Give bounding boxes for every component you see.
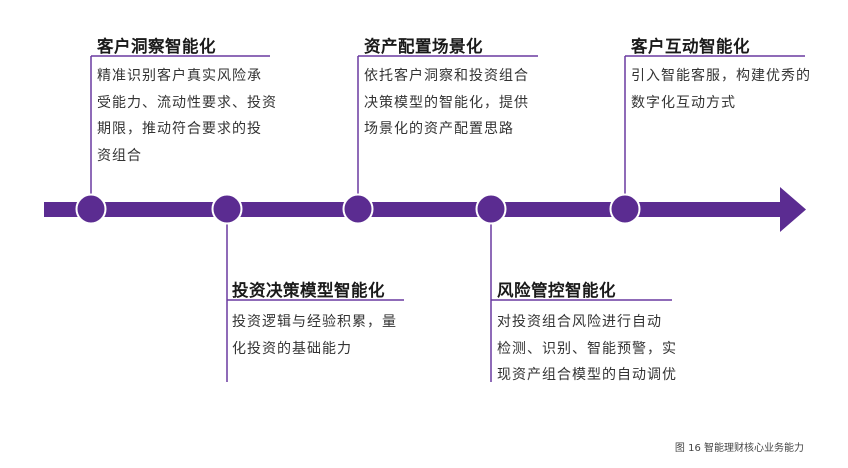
stage-1-desc-line: 资组合 bbox=[97, 147, 142, 164]
stage-2-title: 投资决策模型智能化 bbox=[232, 281, 385, 300]
stage-3-title: 资产配置场景化 bbox=[364, 37, 483, 56]
stage-5-desc-line: 数字化互动方式 bbox=[631, 94, 736, 111]
timeline-arrow-head bbox=[780, 187, 806, 232]
stage-5-description: 引入智能客服，构建优秀的 数字化互动方式 bbox=[631, 63, 811, 116]
stage-1-title: 客户洞察智能化 bbox=[97, 37, 216, 56]
timeline-node-4 bbox=[475, 193, 507, 225]
stage-4-description: 对投资组合风险进行自动 检测、识别、智能预警，实 现资产组合模型的自动调优 bbox=[497, 309, 677, 389]
stage-4-desc-line: 对投资组合风险进行自动 bbox=[497, 314, 662, 330]
timeline-arrow-shaft bbox=[44, 202, 786, 217]
timeline-node-2 bbox=[211, 193, 243, 225]
stage-2-desc-line: 投资逻辑与经验积累，量 bbox=[232, 314, 397, 330]
stage-4-desc-line: 检测、识别、智能预警，实 bbox=[497, 340, 677, 357]
timeline-node-3 bbox=[342, 193, 374, 225]
stage-3-desc-line: 场景化的资产配置思路 bbox=[364, 121, 514, 137]
stage-1-desc-line: 期限，推动符合要求的投 bbox=[97, 121, 262, 137]
stage-5-title: 客户互动智能化 bbox=[631, 37, 750, 56]
stage-4-title: 风险管控智能化 bbox=[497, 281, 616, 300]
timeline-node-1 bbox=[75, 193, 107, 225]
stage-1-desc-line: 受能力、流动性要求、投资 bbox=[97, 94, 277, 111]
stage-3-description: 依托客户洞察和投资组合 决策模型的智能化，提供 场景化的资产配置思路 bbox=[364, 63, 529, 143]
stage-1-description: 精准识别客户真实风险承 受能力、流动性要求、投资 期限，推动符合要求的投 资组合 bbox=[97, 63, 277, 169]
stage-3-desc-line: 依托客户洞察和投资组合 bbox=[364, 68, 529, 84]
stage-2-desc-line: 化投资的基础能力 bbox=[232, 340, 352, 357]
stage-2-description: 投资逻辑与经验积累，量 化投资的基础能力 bbox=[232, 309, 397, 362]
figure-caption: 图 16 智能理财核心业务能力 bbox=[674, 443, 804, 454]
stage-4-desc-line: 现资产组合模型的自动调优 bbox=[497, 367, 677, 383]
stage-3-desc-line: 决策模型的智能化，提供 bbox=[364, 94, 529, 111]
timeline-node-5 bbox=[609, 193, 641, 225]
stage-5-desc-line: 引入智能客服，构建优秀的 bbox=[631, 68, 811, 84]
stage-1-desc-line: 精准识别客户真实风险承 bbox=[97, 68, 262, 84]
